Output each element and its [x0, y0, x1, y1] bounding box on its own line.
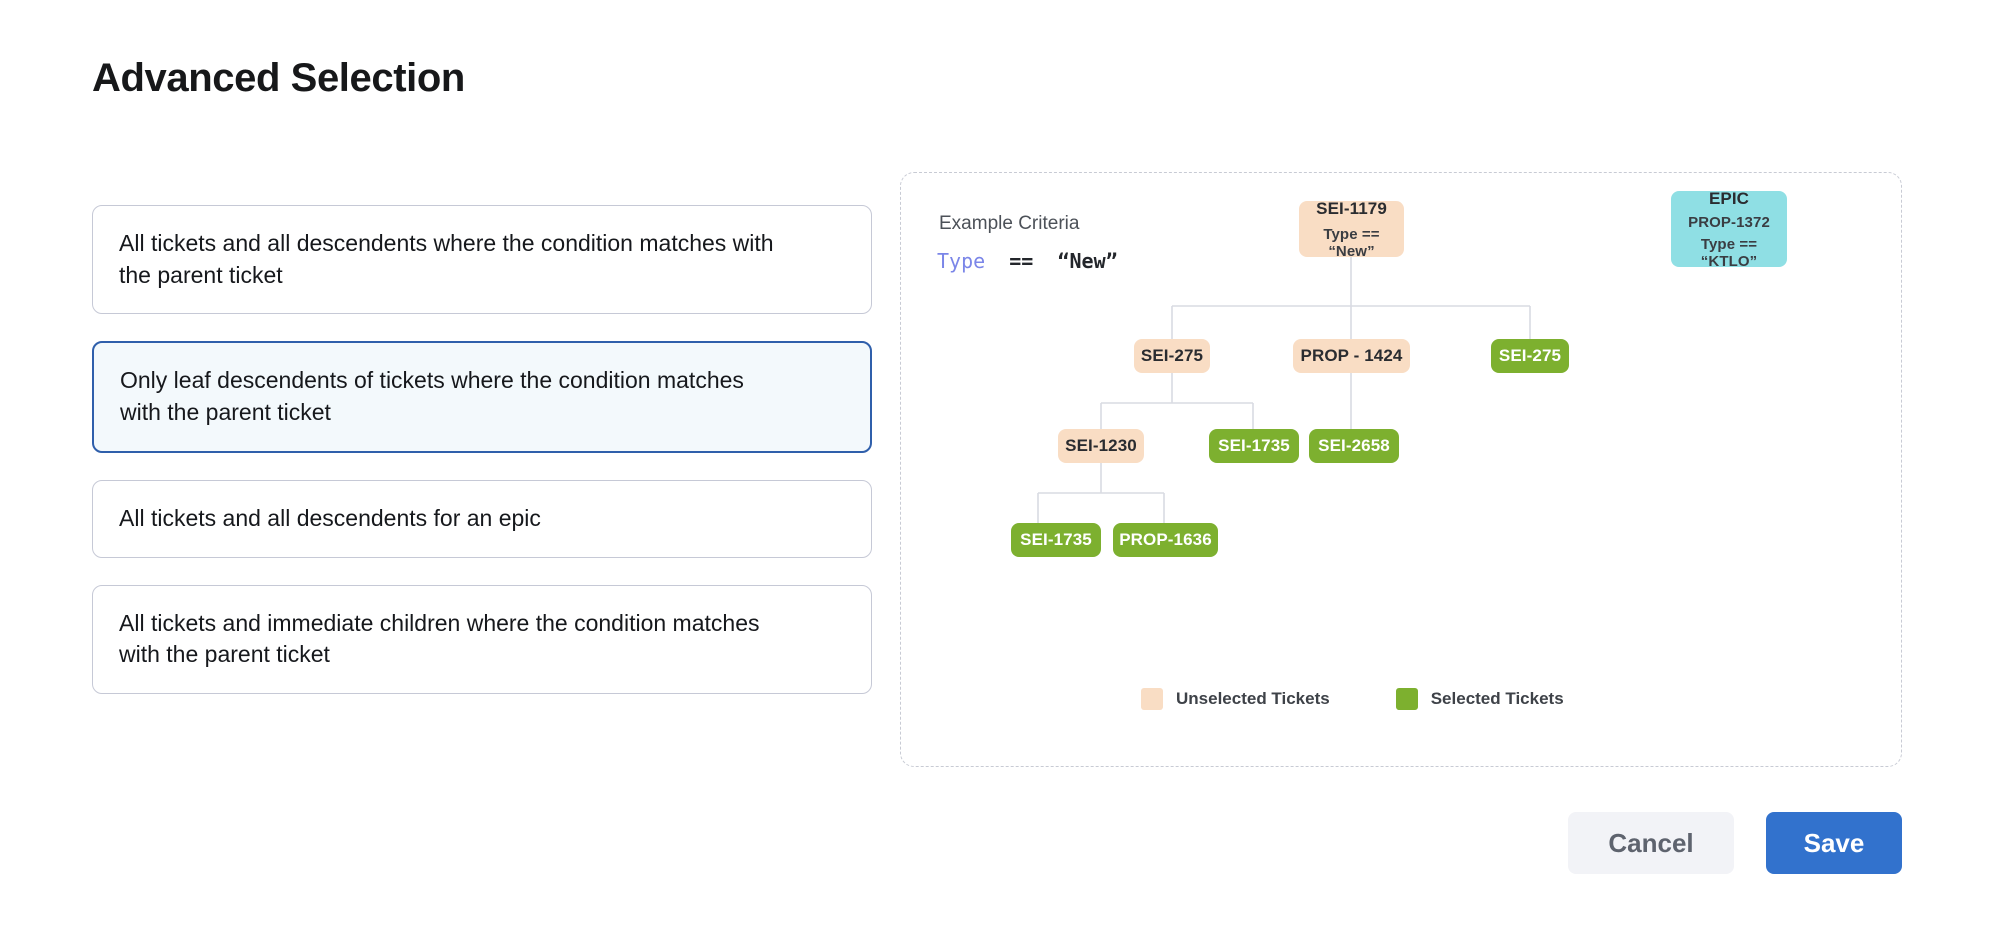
tree-legend: Unselected Tickets Selected Tickets [1141, 688, 1564, 710]
tree-node-sei-1735-mid[interactable]: SEI-1735 [1209, 429, 1299, 463]
node-condition: Type == “KTLO” [1700, 235, 1758, 270]
option-card-leaf-descendents[interactable]: Only leaf descendents of tickets where t… [92, 341, 872, 453]
node-label: PROP-1372 [1688, 213, 1770, 231]
node-label: SEI-275 [1140, 346, 1204, 365]
selection-options-list: All tickets and all descendents where th… [92, 205, 872, 695]
tree-node-prop-1636[interactable]: PROP-1636 [1113, 523, 1218, 557]
node-label: SEI-2658 [1318, 436, 1390, 455]
example-criteria-expression: Type == “New” [937, 249, 1118, 273]
example-preview-panel: Example Criteria Type == “New” [900, 172, 1902, 767]
option-card-all-descendents[interactable]: All tickets and all descendents where th… [92, 205, 872, 315]
cancel-button[interactable]: Cancel [1568, 812, 1734, 874]
dialog-footer: Cancel Save [1568, 812, 1902, 874]
legend-label: Unselected Tickets [1176, 689, 1330, 708]
option-label: All tickets and all descendents for an e… [119, 504, 541, 531]
ticket-hierarchy-tree: SEI-1179 Type == “New” EPIC PROP-1372 Ty… [901, 173, 1903, 768]
legend-label: Selected Tickets [1430, 689, 1564, 708]
node-label: SEI-1230 [1065, 436, 1137, 455]
node-label: PROP - 1424 [1300, 346, 1403, 365]
tree-node-sei-1230[interactable]: SEI-1230 [1058, 429, 1144, 463]
node-label: PROP-1636 [1119, 530, 1212, 549]
tree-node-prop-1372-epic[interactable]: EPIC PROP-1372 Type == “KTLO” [1671, 188, 1787, 270]
node-condition: Type == “New” [1323, 225, 1380, 260]
option-label: All tickets and immediate children where… [119, 609, 760, 668]
option-card-epic-descendents[interactable]: All tickets and all descendents for an e… [92, 479, 872, 558]
option-label: All tickets and all descendents where th… [119, 230, 774, 288]
legend-swatch-unselected-icon [1141, 688, 1163, 710]
tree-node-sei-1735-leaf[interactable]: SEI-1735 [1011, 523, 1101, 557]
option-label: Only leaf descendents of tickets where t… [120, 367, 744, 426]
option-card-immediate-children[interactable]: All tickets and immediate children where… [92, 584, 872, 695]
node-label: SEI-275 [1498, 346, 1562, 365]
node-label: SEI-1179 [1316, 198, 1387, 218]
legend-swatch-selected-icon [1395, 688, 1418, 710]
tree-node-sei-275-right[interactable]: SEI-275 [1491, 339, 1569, 373]
criteria-value: “New” [1057, 249, 1118, 273]
legend-item-selected: Selected Tickets [1395, 688, 1564, 710]
node-label: SEI-1735 [1020, 530, 1092, 549]
tree-node-sei-275-left[interactable]: SEI-275 [1134, 339, 1210, 373]
tree-connectors [1037, 256, 1531, 523]
node-epic-title: EPIC [1708, 188, 1750, 208]
criteria-field: Type [937, 249, 986, 273]
tree-node-prop-1424[interactable]: PROP - 1424 [1293, 339, 1410, 373]
node-label: SEI-1735 [1218, 436, 1290, 455]
tree-node-sei-1179[interactable]: SEI-1179 Type == “New” [1299, 198, 1404, 260]
page-title: Advanced Selection [92, 56, 465, 100]
legend-item-unselected: Unselected Tickets [1141, 688, 1330, 710]
criteria-operator: == [1009, 249, 1034, 273]
example-criteria-label: Example Criteria [939, 213, 1080, 234]
save-button[interactable]: Save [1766, 812, 1902, 874]
tree-node-sei-2658[interactable]: SEI-2658 [1309, 429, 1399, 463]
